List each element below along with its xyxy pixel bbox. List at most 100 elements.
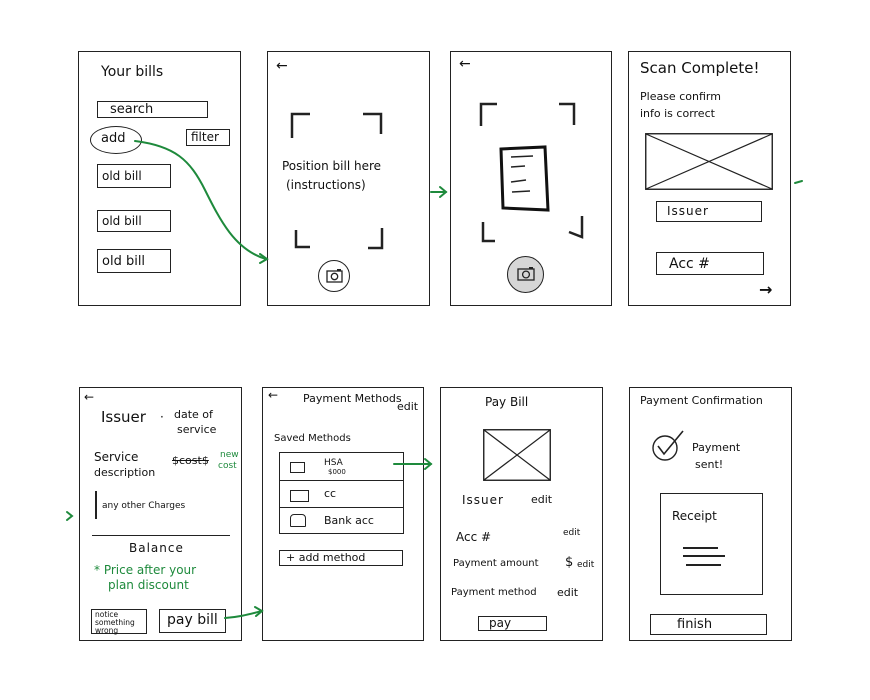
back-arrow-icon[interactable]: ← <box>84 390 95 404</box>
page-title: Pay Bill <box>485 395 529 409</box>
account-label: Acc # <box>669 256 710 272</box>
payment-amount-edit-button[interactable]: edit <box>577 560 595 570</box>
page-title: Payment Methods <box>303 392 402 405</box>
pay-button[interactable]: pay <box>478 616 547 631</box>
balance-heading: Balance <box>129 541 184 555</box>
filter-button[interactable]: filter <box>186 129 230 146</box>
pay-bill-button[interactable]: pay bill <box>159 609 226 633</box>
screen-scan-complete: Scan Complete! Please confirm info is co… <box>628 51 791 306</box>
bill-item[interactable]: old bill <box>97 249 171 273</box>
payment-method-row[interactable]: Bank acc <box>280 508 403 533</box>
payment-method-label: cc <box>324 487 337 500</box>
instruction-line-1: Position bill here <box>282 159 382 173</box>
issuer-label: Issuer <box>667 204 709 218</box>
screen-payment-confirmation: Payment Confirmation Payment sent! Recei… <box>629 387 792 641</box>
scanned-bill-image-placeholder <box>645 133 773 190</box>
payment-method-edit-button[interactable]: edit <box>557 586 579 599</box>
back-arrow-icon[interactable]: ← <box>276 58 288 74</box>
other-charges-label: any other Charges <box>102 501 186 511</box>
new-cost-line-2: cost <box>218 461 237 471</box>
date-of-service-line-1: date of <box>174 408 213 421</box>
receipt-lines-icon <box>683 547 725 566</box>
notice-label: notice something wrong <box>95 610 135 635</box>
original-cost: $cost$ <box>172 454 209 467</box>
pay-label: pay <box>489 616 512 630</box>
back-arrow-icon[interactable]: ← <box>459 56 471 72</box>
screen-position-bill: ← Position bill here (instructions) <box>267 51 430 306</box>
service-description-line-2: description <box>94 466 156 479</box>
payment-amount-dollar: $ <box>565 555 574 570</box>
search-placeholder: search <box>110 102 154 117</box>
divider <box>92 535 230 537</box>
payment-method-row[interactable]: HSA $000 <box>280 453 403 481</box>
page-title: Payment Confirmation <box>640 394 763 407</box>
payment-method-label: HSA <box>324 458 343 468</box>
bank-icon <box>290 514 306 527</box>
account-edit-button[interactable]: edit <box>563 528 581 538</box>
issuer-edit-button[interactable]: edit <box>531 493 553 506</box>
add-method-label: + add method <box>286 551 366 564</box>
hsa-icon <box>290 462 305 473</box>
finish-button[interactable]: finish <box>650 614 767 635</box>
bill-item[interactable]: old bill <box>97 210 171 232</box>
receipt-card[interactable]: Receipt <box>660 493 763 595</box>
search-input[interactable]: search <box>97 101 208 118</box>
payment-sent-line-1: Payment <box>692 441 741 454</box>
page-title: Your bills <box>101 64 164 80</box>
add-method-button[interactable]: + add method <box>279 550 403 566</box>
camera-shutter-button[interactable] <box>318 260 350 292</box>
receipt-heading: Receipt <box>672 509 717 523</box>
payment-method-sub: $000 <box>328 468 346 476</box>
issuer-field[interactable]: Issuer <box>656 201 762 222</box>
screen-payment-methods: ← Payment Methods edit Saved Methods HSA… <box>262 387 424 641</box>
edit-button[interactable]: edit <box>397 400 419 413</box>
bill-item[interactable]: old bill <box>97 164 171 188</box>
next-arrow-icon[interactable]: → <box>759 280 773 299</box>
payment-sent-line-2: sent! <box>695 458 724 471</box>
pay-bill-label: pay bill <box>167 612 218 628</box>
bill-label: old bill <box>102 254 146 269</box>
bill-label: old bill <box>102 214 142 228</box>
back-arrow-icon[interactable]: ← <box>268 388 279 402</box>
camera-icon <box>325 268 343 283</box>
payment-amount-label: Payment amount <box>453 558 539 569</box>
scan-frame-corners <box>290 112 384 250</box>
service-description-line-1: Service <box>94 450 139 464</box>
new-cost-line-1: new <box>220 450 239 460</box>
screen-bill-detail: ← Issuer · date of service Service descr… <box>79 387 242 641</box>
screen-pay-bill: Pay Bill Issuer edit Acc # edit Payment … <box>440 387 603 641</box>
screen-your-bills: Your bills search add filter old bill ol… <box>78 51 241 306</box>
saved-methods-list: HSA $000 cc Bank acc <box>279 452 404 534</box>
instruction-line-2: (instructions) <box>286 178 366 192</box>
saved-methods-heading: Saved Methods <box>274 433 351 444</box>
payment-method-row[interactable]: cc <box>280 481 403 508</box>
discount-note-line-1: * Price after your <box>94 563 197 577</box>
issuer-label: Issuer <box>462 493 504 507</box>
check-circle-icon <box>652 430 684 461</box>
confirm-text-line-2: info is correct <box>640 107 715 120</box>
bill-image-placeholder <box>483 429 551 481</box>
camera-icon <box>516 266 535 281</box>
scan-frame-corners <box>479 102 584 243</box>
payment-method-label: Bank acc <box>324 514 374 527</box>
discount-note-line-2: plan discount <box>108 578 189 592</box>
add-button[interactable]: add <box>90 126 142 154</box>
confirm-text-line-1: Please confirm <box>640 90 721 103</box>
page-title: Scan Complete! <box>640 59 760 77</box>
bill-document-icon <box>499 145 550 212</box>
credit-card-icon <box>290 490 309 502</box>
separator-dot: · <box>160 410 164 424</box>
account-number-field[interactable]: Acc # <box>656 252 764 275</box>
payment-method-label: Payment method <box>451 587 537 598</box>
other-charges-bar <box>95 491 97 519</box>
screen-scanning: ← <box>450 51 612 306</box>
issuer-label: Issuer <box>101 408 146 426</box>
camera-shutter-button[interactable] <box>507 256 544 293</box>
bill-label: old bill <box>102 169 142 183</box>
add-label: add <box>101 131 126 146</box>
date-of-service-line-2: service <box>177 423 217 436</box>
finish-label: finish <box>677 617 713 632</box>
notice-something-wrong-button[interactable]: notice something wrong <box>91 609 147 635</box>
filter-label: filter <box>191 130 219 144</box>
